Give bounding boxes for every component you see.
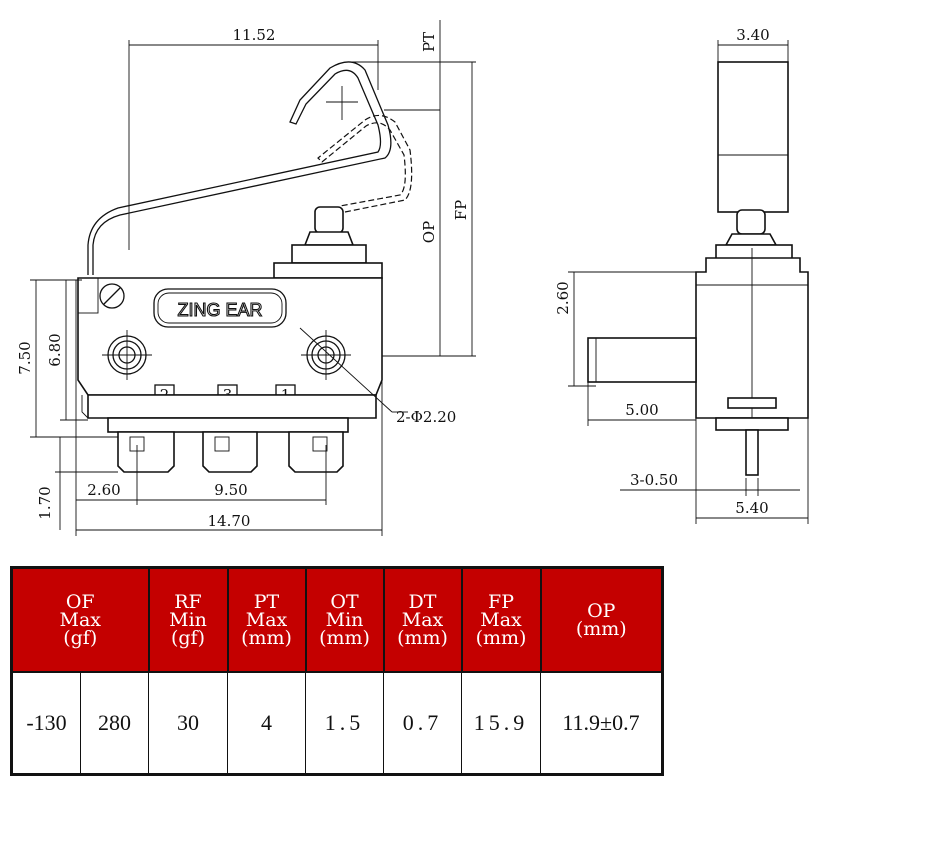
spec-table: OF Max (gf) RF Min (gf) PT Max (mm) OT M…: [10, 566, 664, 776]
spec-header-row: OF Max (gf) RF Min (gf) PT Max (mm) OT M…: [10, 566, 664, 673]
dim-9-50: 9.50: [214, 481, 247, 499]
brand-label: ZING EAR: [177, 300, 262, 320]
dim-pt: PT: [420, 32, 438, 52]
header-pt: PT Max (mm): [226, 566, 307, 673]
dim-mount-holes: 2-Φ2.20: [396, 408, 456, 426]
spec-value-row: -130 280 30 4 1.5 0.7 15.9 11.9±0.7: [11, 671, 663, 775]
value-op: 11.9±0.7: [540, 671, 663, 775]
dim-5-00: 5.00: [625, 401, 658, 419]
value-rf: 30: [148, 671, 228, 775]
header-of: OF Max (gf): [10, 566, 150, 673]
plunger: [314, 206, 344, 234]
dim-op: OP: [420, 221, 438, 243]
header-ot: OT Min (mm): [304, 566, 385, 673]
lever-arm-pressed: [317, 114, 413, 213]
terminal-right: [288, 431, 344, 473]
dim-11-52: 11.52: [233, 26, 276, 44]
dim-7-50: 7.50: [16, 341, 34, 374]
header-dt: DT Max (mm): [382, 566, 463, 673]
dim-3-40: 3.40: [736, 26, 769, 44]
value-of-min: -130: [11, 671, 81, 775]
dim-5-40: 5.40: [735, 499, 768, 517]
side-view: 3.40 2.60 5.00 3-0.50 5.40: [554, 26, 809, 524]
mount-hole-right: [301, 330, 351, 380]
value-pt: 4: [227, 671, 306, 775]
front-view: ZING EAR 2 3 1: [16, 20, 476, 536]
dim-6-80: 6.80: [46, 333, 64, 366]
value-ot: 1.5: [305, 671, 384, 775]
value-of-max: 280: [80, 671, 149, 775]
mount-hole-left: [102, 330, 152, 380]
dim-side-2-60: 2.60: [554, 281, 572, 314]
dim-14-70: 14.70: [208, 512, 251, 530]
value-fp: 15.9: [461, 671, 541, 775]
lever-arm: [87, 61, 392, 275]
switch-drawing: ZING EAR 2 3 1: [16, 20, 809, 536]
pivot-screw: [99, 283, 125, 309]
value-dt: 0.7: [383, 671, 462, 775]
header-fp: FP Max (mm): [460, 566, 542, 673]
dim-1-70: 1.70: [36, 486, 54, 519]
side-terminal-pin: [745, 429, 759, 476]
dim-2-60: 2.60: [87, 481, 120, 499]
header-rf: RF Min (gf): [147, 566, 229, 673]
dim-3-0-50: 3-0.50: [630, 471, 678, 489]
terminal-middle: [202, 431, 258, 473]
header-op: OP (mm): [539, 566, 664, 673]
terminal-left: [117, 431, 175, 473]
dim-fp: FP: [452, 200, 470, 221]
